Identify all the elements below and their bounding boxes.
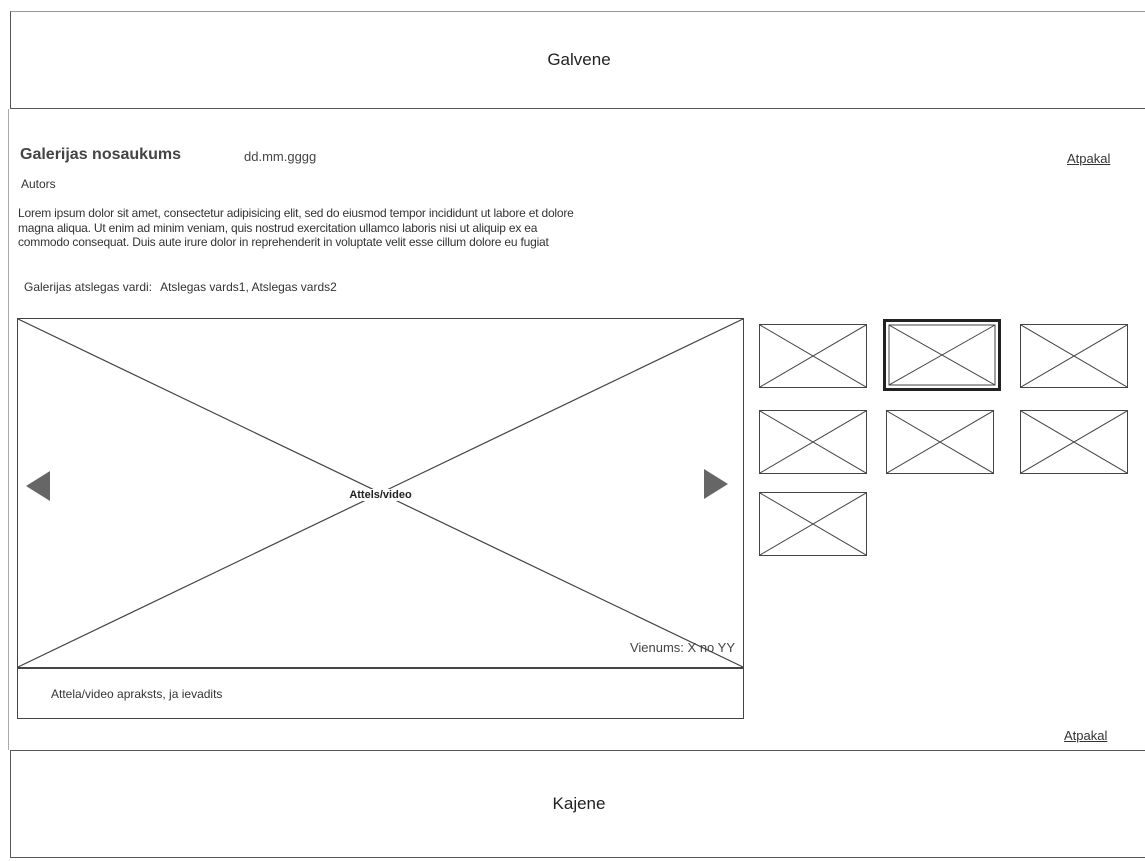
- thumbnail[interactable]: [759, 410, 867, 474]
- media-caption: Attela/video apraksts, ja ievadits: [17, 668, 744, 719]
- description-line: commodo consequat. Duis aute irure dolor…: [18, 235, 549, 249]
- keywords-values: Atslegas vards1, Atslegas vards2: [160, 280, 337, 294]
- media-label: Attels/video: [341, 489, 420, 501]
- image-placeholder-icon: [1021, 325, 1127, 387]
- thumbnail[interactable]: [759, 492, 867, 556]
- media-caption-text: Attela/video apraksts, ja ievadits: [51, 686, 223, 701]
- gallery-keywords: Galerijas atslegas vardi: Atslegas vards1…: [24, 280, 337, 294]
- description-line: magna aliqua. Ut enim ad minim veniam, q…: [18, 220, 538, 235]
- thumbnail[interactable]: [759, 324, 867, 388]
- image-placeholder-icon: [887, 411, 993, 473]
- gallery-date: dd.mm.gggg: [244, 149, 317, 164]
- gallery-title: Galerijas nosaukums: [20, 146, 181, 163]
- next-arrow-icon[interactable]: [704, 469, 728, 499]
- image-placeholder-icon: [760, 493, 866, 555]
- previous-arrow-icon[interactable]: [26, 471, 50, 501]
- gallery-author: Autors: [21, 177, 56, 191]
- thumbnail[interactable]: [1020, 410, 1128, 474]
- thumbnail[interactable]: [1020, 324, 1128, 388]
- left-border: [8, 109, 9, 750]
- image-placeholder-icon: [1021, 411, 1127, 473]
- description-line: Lorem ipsum dolor sit amet, consectetur …: [18, 206, 574, 220]
- image-placeholder-icon: [888, 324, 996, 386]
- page-header: Galvene: [10, 11, 1145, 109]
- media-viewer[interactable]: Attels/video Vienums: X no YY: [17, 318, 744, 668]
- header-label: Galvene: [547, 50, 611, 69]
- item-counter: Vienums: X no YY: [629, 640, 735, 655]
- image-placeholder-icon: [760, 325, 866, 387]
- page-footer: Kajene: [10, 750, 1145, 858]
- keywords-label: Galerijas atslegas vardi:: [24, 280, 153, 294]
- footer-label: Kajene: [552, 794, 606, 813]
- image-placeholder-icon: [760, 411, 866, 473]
- thumbnail[interactable]: [886, 410, 994, 474]
- thumbnail[interactable]: [883, 319, 1001, 391]
- gallery-description: Lorem ipsum dolor sit amet, consectetur …: [18, 206, 748, 250]
- back-link-top[interactable]: Atpakal: [1067, 151, 1111, 166]
- back-link-bottom[interactable]: Atpakal: [1064, 728, 1108, 743]
